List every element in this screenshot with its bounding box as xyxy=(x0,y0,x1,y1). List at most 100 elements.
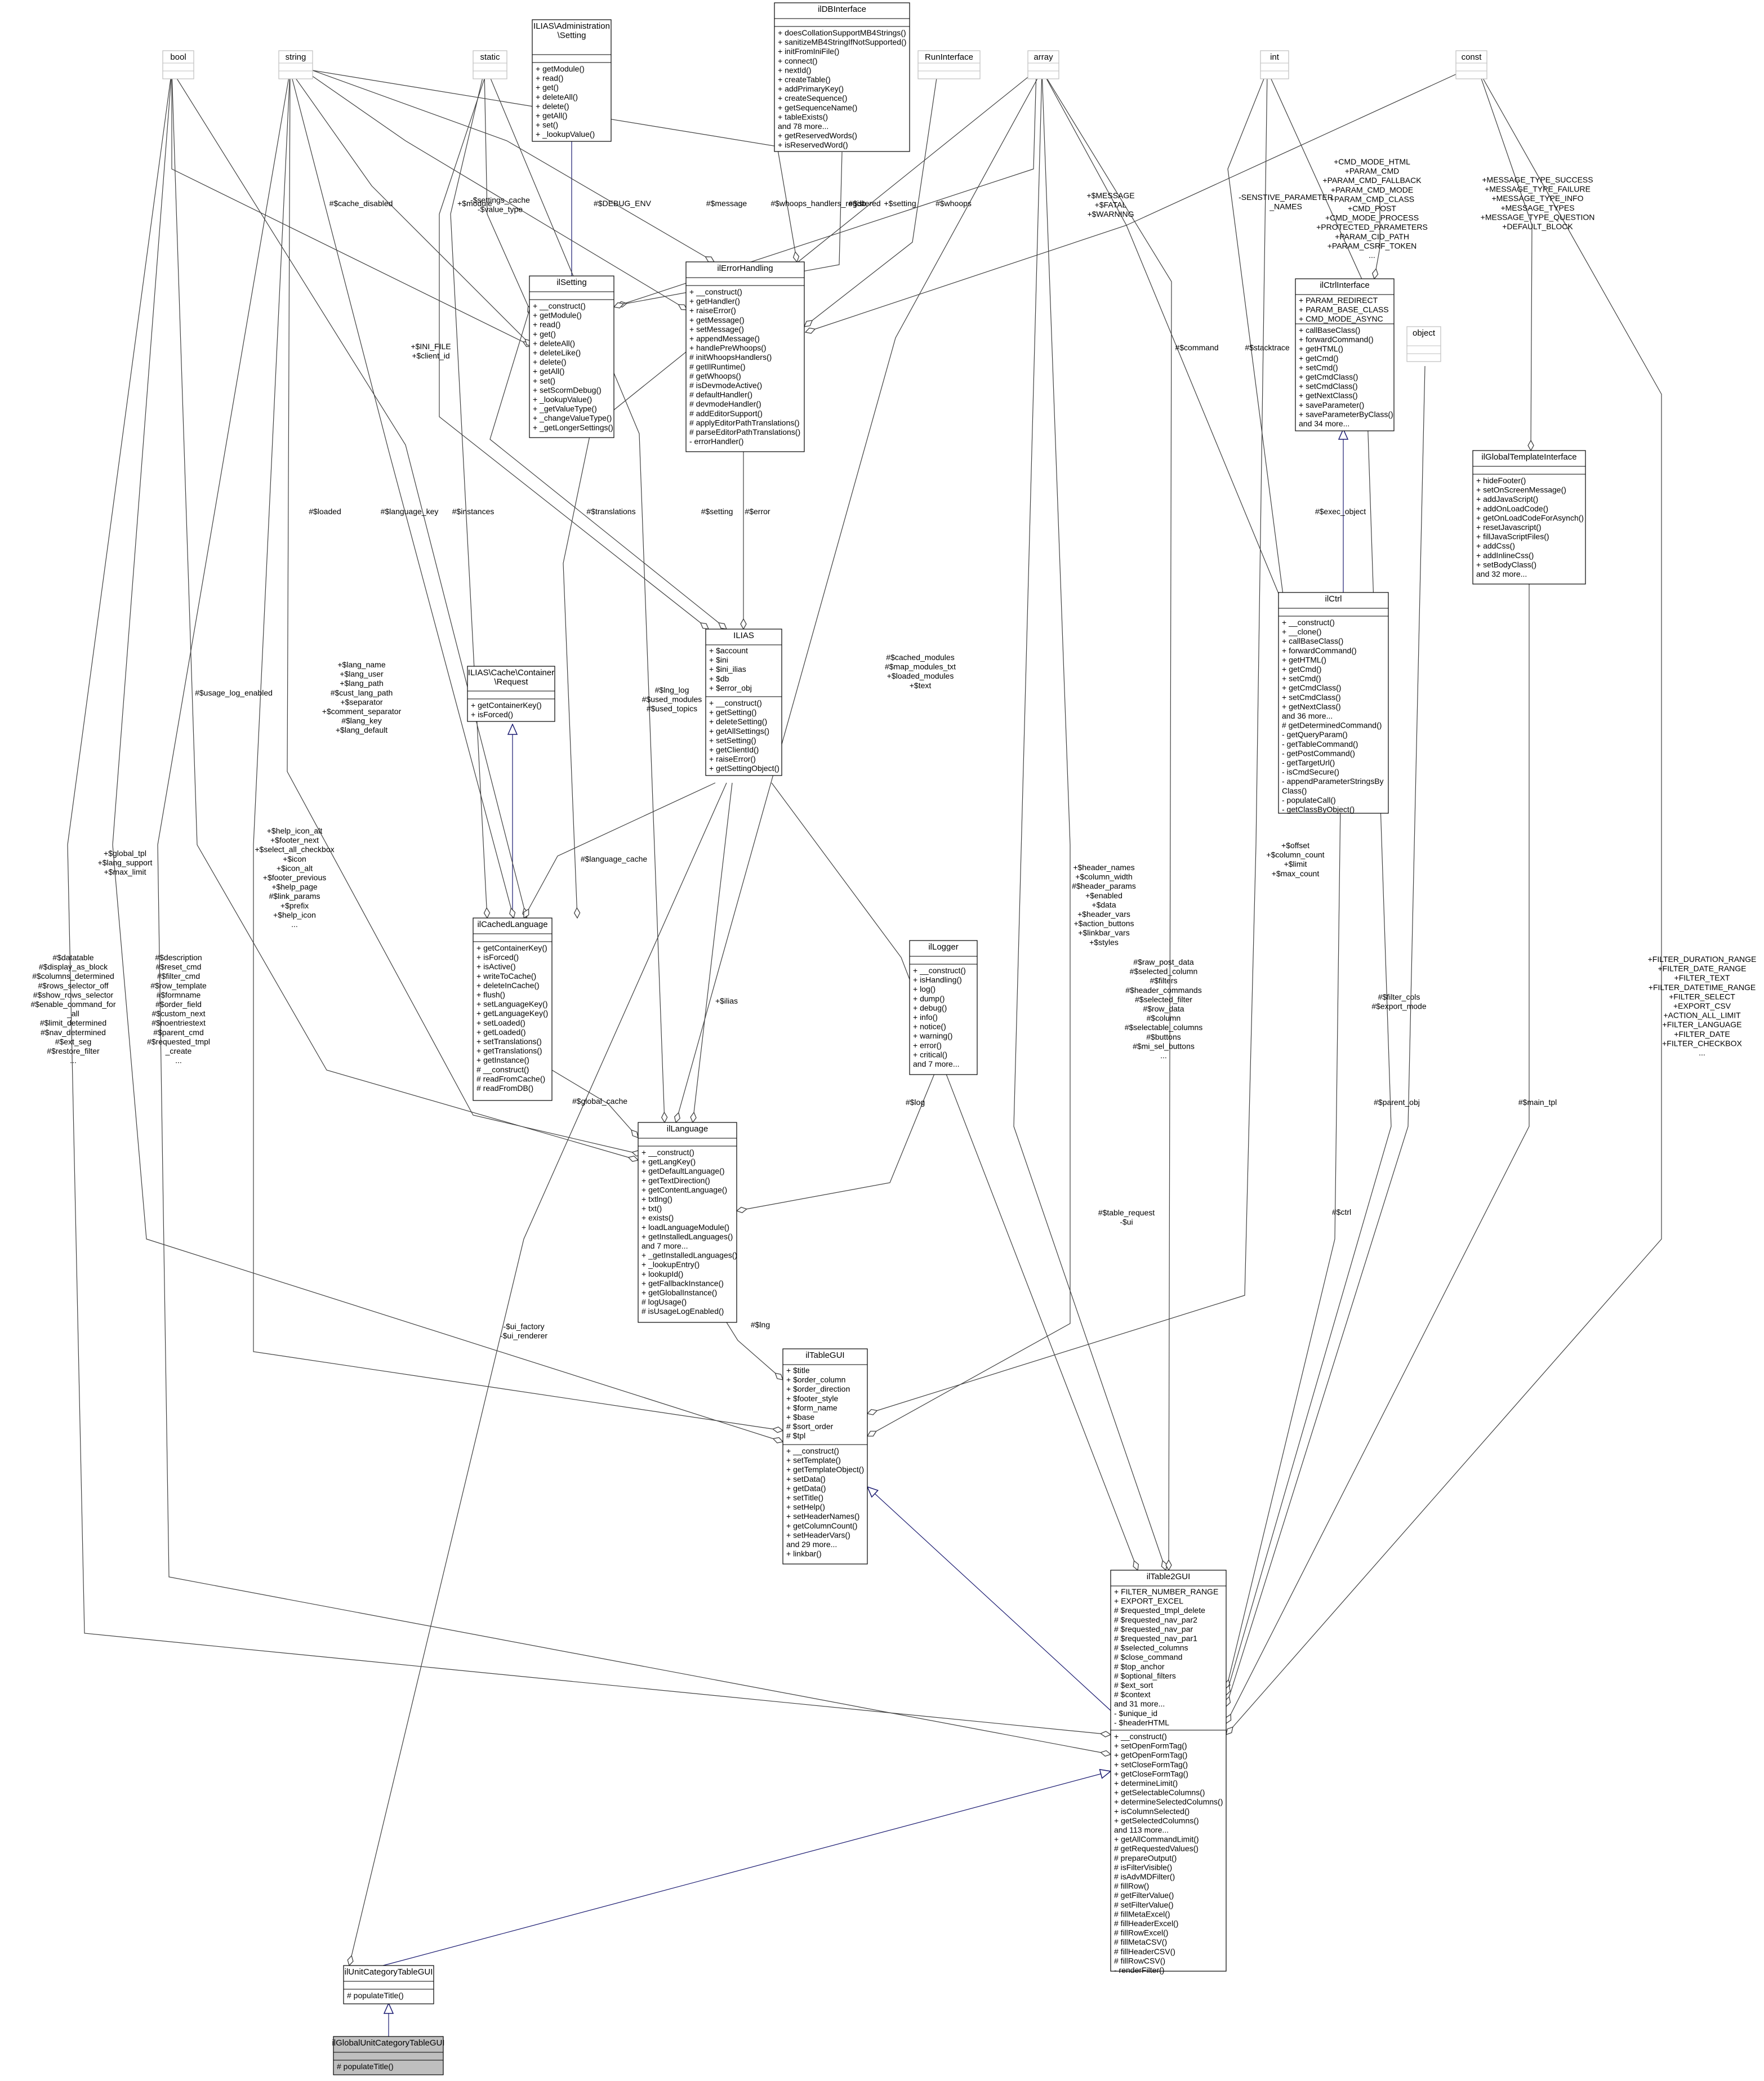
class-box-ilcachedlanguage: ilCachedLanguage+ getContainerKey()+ isF… xyxy=(473,917,553,1101)
class-operation: + tableExists() xyxy=(778,112,828,121)
class-operation: # fillRowExcel() xyxy=(1114,1928,1168,1937)
edge-label-line: #$reset_cmd xyxy=(156,962,202,972)
edge-label-line: #$parent_obj xyxy=(1374,1098,1420,1107)
class-operation: + getFallbackInstance() xyxy=(642,1278,724,1287)
association-edge xyxy=(1227,70,1287,625)
edge-label-line: #$whoops_handlers_registered xyxy=(770,199,880,208)
edge-label-line: +DEFAULT_BLOCK xyxy=(1502,222,1573,231)
class-operation: + getLoaded() xyxy=(476,1027,526,1036)
edge-label-line: #$map_modules_txt xyxy=(885,662,956,671)
class-operation: + _getValueType() xyxy=(533,404,597,413)
association-edge xyxy=(551,1070,638,1138)
class-operation: + getSettingObject() xyxy=(709,764,779,773)
class-operation: # populateTitle() xyxy=(337,2062,394,2071)
class-operation: # fillRowCSV() xyxy=(1114,1956,1165,1965)
edge-label-whoops_registered: #$whoops_handlers_registered xyxy=(770,199,880,208)
class-box-ilglobaltemplateinterface: ilGlobalTemplateInterface+ hideFooter()+… xyxy=(1472,450,1586,585)
edge-label-line: +FILTER_SELECT xyxy=(1669,992,1735,1001)
edge-label-line: #$DEBUG_ENV xyxy=(594,199,652,208)
class-operation: + setBodyClass() xyxy=(1476,560,1536,569)
class-operation: # isDevmodeActive() xyxy=(689,381,762,390)
class-operation: + getReservedWords() xyxy=(778,131,857,140)
class-operation: - getTargetUrl() xyxy=(1282,758,1335,767)
class-box-illanguage: ilLanguage+ __construct()+ getLangKey()+… xyxy=(638,1122,737,1323)
edge-label-line: +CMD_POST xyxy=(1348,204,1396,213)
class-operation: # logUsage() xyxy=(642,1298,687,1307)
association-edge xyxy=(171,70,532,346)
edge-label-line: #$error xyxy=(745,507,770,516)
edge-label-line: +$MESSAGE xyxy=(1086,191,1134,200)
edge-label-line: #$translations xyxy=(586,507,635,516)
edge-label-line: +$linkbar_vars xyxy=(1078,928,1129,937)
edge-label-line: +$icon xyxy=(283,854,306,863)
association-edge xyxy=(1013,70,1166,1570)
class-operation: + delete() xyxy=(533,358,567,367)
class-operation: + deleteInCache() xyxy=(476,981,540,990)
class-operation: + setData() xyxy=(786,1474,826,1483)
edge-label-line: +PARAM_CMD_CLASS xyxy=(1330,194,1414,203)
edge-label-line: +$footer_next xyxy=(270,836,319,845)
edge-label-main_tpl: #$main_tpl xyxy=(1518,1098,1557,1107)
class-operation: + getContainerKey() xyxy=(471,701,542,710)
class-box-ilglobalunitcategorytablegui: ilGlobalUnitCategoryTableGUI# populateTi… xyxy=(332,2036,445,2075)
class-operation: + hideFooter() xyxy=(1476,476,1526,485)
edge-label-line: +MESSAGE_TYPE_SUCCESS xyxy=(1482,175,1593,184)
class-operation: + setMessage() xyxy=(689,324,744,333)
class-operation: and 7 more... xyxy=(642,1241,688,1250)
edge-label-line: +$global_tpl xyxy=(104,849,146,858)
class-box-static: static xyxy=(473,50,507,79)
class-operation: + flush() xyxy=(476,990,505,999)
class-box-runinterface: RunInterface xyxy=(917,50,981,79)
edge-label-line: #$filter_cols xyxy=(1378,992,1420,1001)
class-operation: + createSequence() xyxy=(778,93,847,103)
class-attribute: - $headerHTML xyxy=(1114,1718,1169,1727)
class-attribute: + $db xyxy=(709,674,729,683)
class-operation: + getCmdClass() xyxy=(1299,372,1358,381)
class-title: array xyxy=(1034,52,1053,62)
class-operation: + getSetting() xyxy=(709,708,756,717)
edge-label-loaded: #$loaded xyxy=(309,507,341,516)
class-operation: + getOpenFormTag() xyxy=(1114,1750,1187,1759)
class-operation: + getClientId() xyxy=(709,745,759,754)
edge-label-line: +$ilias xyxy=(715,996,738,1005)
class-operation: + __construct() xyxy=(1282,618,1335,627)
class-title: RunInterface xyxy=(925,52,973,62)
class-operation: + setOnScreenMessage() xyxy=(1476,485,1566,494)
edge-label-line: +PARAM_CMD_MODE xyxy=(1331,185,1413,194)
class-operation: + _lookupValue() xyxy=(533,395,592,404)
edge-label-line: #$limit_determined xyxy=(40,1018,106,1027)
class-box-iltable2gui: ilTable2GUI+ FILTER_NUMBER_RANGE+ EXPORT… xyxy=(1110,1570,1227,1975)
class-operation: + debug() xyxy=(913,1003,947,1012)
class-operation: # devmodeHandler() xyxy=(689,399,761,408)
class-operation: + setCmdClass() xyxy=(1299,382,1358,391)
edge-label-ui_factory: -$ui_factory-$ui_renderer xyxy=(500,1322,547,1340)
class-attribute: + $order_direction xyxy=(786,1384,850,1393)
edge-label-line: +ACTION_ALL_LIMIT xyxy=(1663,1011,1741,1020)
class-attribute: - $unique_id xyxy=(1114,1709,1157,1718)
edge-label-line: +FILTER_DATETIME_RANGE xyxy=(1649,983,1756,992)
edge-label-line: +$FATAL xyxy=(1095,200,1127,210)
class-title: ilUnitCategoryTableGUI xyxy=(345,1967,433,1977)
edge-label-line: +MESSAGE_TYPE_FAILURE xyxy=(1485,185,1591,194)
edge-label-line: +$separator xyxy=(340,697,382,706)
edge-label-line: #$row_data xyxy=(1143,1004,1184,1013)
class-operation: + read() xyxy=(533,320,560,329)
class-box-ilunitcategorytablegui: ilUnitCategoryTableGUI# populateTitle() xyxy=(343,1965,434,2004)
class-title: bool xyxy=(170,52,186,62)
class-operation: + isForced() xyxy=(471,710,513,719)
class-operation: + __construct() xyxy=(913,966,966,975)
association-edge xyxy=(676,70,1043,1122)
edge-label-log: #$log xyxy=(906,1098,925,1107)
class-operation: + fillJavaScriptFiles() xyxy=(1476,532,1549,541)
class-operation: Class() xyxy=(1282,786,1307,795)
edge-label-line: +PARAM_CID_PATH xyxy=(1335,232,1409,241)
edge-label-line: #$column xyxy=(1147,1014,1181,1023)
class-attribute: + $base xyxy=(786,1412,814,1422)
class-operation: + setTemplate() xyxy=(786,1456,841,1465)
class-operation: + addOnLoadCode() xyxy=(1476,504,1548,513)
class-title: static xyxy=(480,52,500,62)
class-operation: + isReservedWord() xyxy=(778,140,848,149)
class-operation: + setHeaderNames() xyxy=(786,1512,859,1521)
edge-label-line: -$ui xyxy=(1120,1218,1133,1227)
